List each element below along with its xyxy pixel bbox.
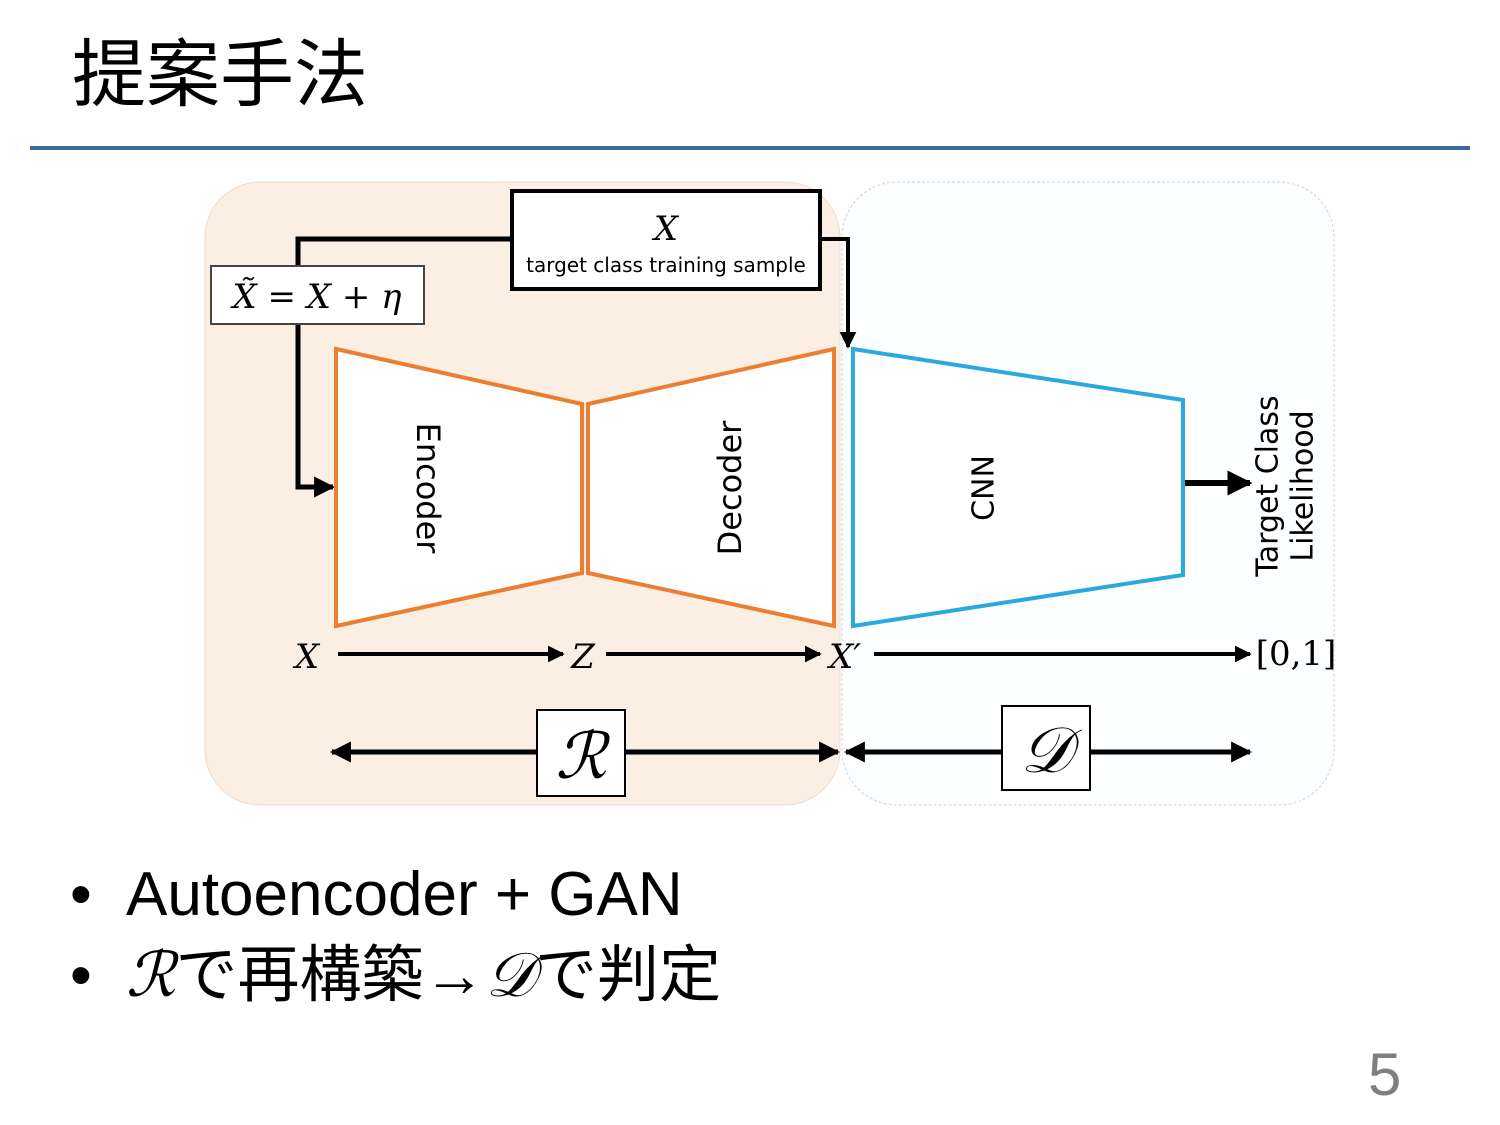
real-sample-path [820,237,857,349]
noise-formula-box [210,265,425,325]
target-sample-box [510,189,822,291]
decoder-block [586,346,836,629]
bullet-text-2b: で判定 [534,941,721,1010]
encoder-block [334,346,584,629]
discriminator-box [1001,705,1091,791]
target-sample-symbol: X [651,209,680,249]
bullet-text-1: Autoencoder + GAN [126,860,683,929]
encoder-label: Encoder [409,423,447,555]
slide-title: 提案手法 [72,32,368,118]
bullet-dot: • [70,941,92,1010]
flow-x: X [292,637,321,677]
bullet-list: •Autoencoder + GAN •ℛで再構築→𝒟で判定 [70,862,721,1022]
bullet-dot: • [70,860,92,929]
flow-z: Z [570,637,596,677]
bullet-text-2a: で再構築→ [175,941,486,1010]
output-label-line2: Likelihood [1286,410,1321,561]
reconstructor-symbol: ℛ [555,720,610,794]
bullet-d-symbol: 𝒟 [485,938,535,1011]
page-number: 5 [1368,1041,1402,1108]
bullet-r-symbol: ℛ [126,938,176,1011]
decoder-label: Decoder [711,420,749,556]
noise-input-path [295,236,512,498]
target-sample-caption: target class training sample [526,253,806,277]
reconstructor-box [536,709,626,797]
output-label-line1: Target Class [1251,395,1286,577]
flow-x-prime: X′ [826,637,861,677]
cnn-label: CNN [967,455,1002,521]
noise-formula: X̃ = X + η [230,277,403,317]
title-divider [30,146,1470,150]
cnn-block [851,346,1185,629]
bullet-item-2: •ℛで再構築→𝒟で判定 [70,942,721,1022]
bullet-item-1: • Autoencoder + GAN [70,862,721,942]
flow-range: [0,1] [1256,634,1337,674]
